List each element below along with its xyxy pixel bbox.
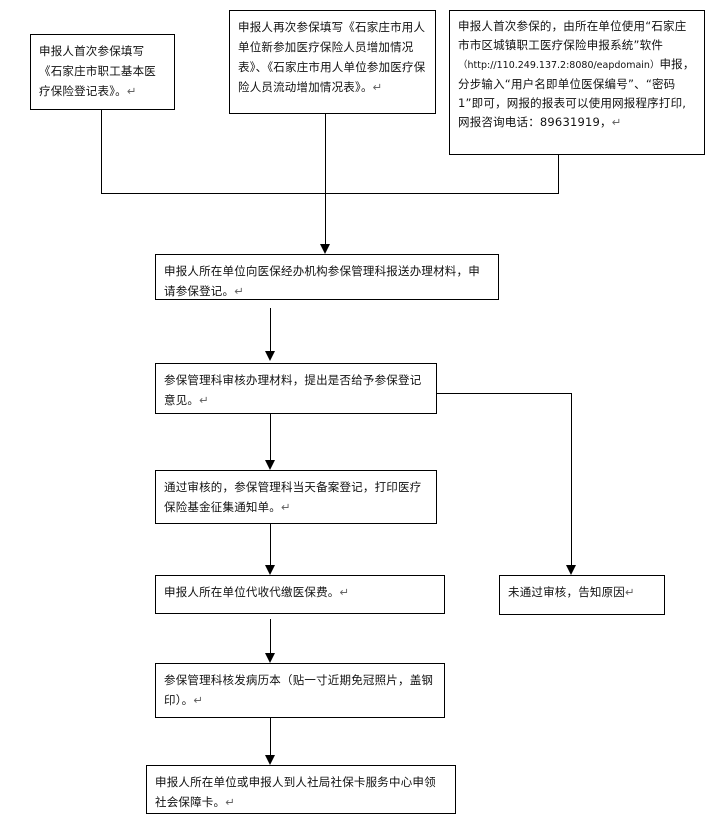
start-box-third-url: （http://110.249.137.2:8080/eapdomain） (458, 60, 660, 71)
paragraph-mark: ↵ (611, 115, 622, 129)
connector-reject-down (571, 393, 572, 567)
start-box-first-registration: 申报人首次参保填写《石家庄市职工基本医疗保险登记表》。↵ (30, 34, 175, 110)
paragraph-mark: ↵ (199, 393, 209, 407)
step-box-review-materials: 参保管理科审核办理材料，提出是否给予参保登记意见。↵ (155, 363, 437, 414)
step-box-approved-register: 通过审核的，参保管理科当天备案登记，打印医疗保险基金征集通知单。↵ (155, 470, 437, 524)
connector-step3-step4 (270, 524, 271, 569)
connector-step1-step2 (270, 308, 271, 356)
start-box-third-pre: 申报人首次参保的，由所在单位使用“石家庄市市区城镇职工医疗保险申报系统”软件 (458, 19, 687, 52)
connector-reject-horizontal (437, 393, 572, 394)
connector-step5-step6 (270, 718, 271, 759)
paragraph-mark: ↵ (126, 84, 137, 98)
arrow-to-reject (566, 565, 576, 575)
start-box-online-registration: 申报人首次参保的，由所在单位使用“石家庄市市区城镇职工医疗保险申报系统”软件 （h… (449, 10, 705, 155)
arrow-to-step-3 (265, 460, 275, 470)
paragraph-mark: ↵ (372, 80, 383, 94)
connector-left-down (101, 110, 102, 194)
step-box-issue-medical-book: 参保管理科核发病历本（贴一寸近期免冠照片，盖钢印）。↵ (155, 663, 445, 718)
paragraph-mark: ↵ (339, 585, 350, 599)
paragraph-mark: ↵ (281, 500, 291, 514)
step-3-text: 通过审核的，参保管理科当天备案登记，打印医疗保险基金征集通知单。 (164, 480, 422, 514)
reject-box: 未通过审核，告知原因↵ (499, 575, 665, 615)
connector-center-down (325, 114, 326, 247)
paragraph-mark: ↵ (234, 284, 245, 298)
arrow-to-step-5 (265, 653, 275, 663)
arrow-to-step-2 (265, 351, 275, 361)
connector-right-down (558, 155, 559, 194)
step-6-text: 申报人所在单位或申报人到人社局社保卡服务中心申领社会保障卡。 (155, 775, 436, 809)
connector-step2-step3 (270, 414, 271, 464)
step-2-text: 参保管理科审核办理材料，提出是否给予参保登记意见。 (164, 373, 422, 407)
step-box-apply-social-card: 申报人所在单位或申报人到人社局社保卡服务中心申领社会保障卡。↵ (146, 765, 456, 814)
start-box-re-registration: 申报人再次参保填写《石家庄市用人单位新参加医疗保险人员增加情况表》、《石家庄市用… (229, 10, 436, 114)
paragraph-mark: ↵ (625, 585, 635, 599)
connector-step4-step5 (270, 619, 271, 655)
connector-horizontal-join (101, 193, 559, 194)
arrow-to-step-1 (320, 244, 330, 254)
step-box-collect-fees: 申报人所在单位代收代缴医保费。↵ (155, 575, 445, 614)
step-1-text: 申报人所在单位向医保经办机构参保管理科报送办理材料，申请参保登记。 (164, 264, 480, 298)
paragraph-mark: ↵ (193, 693, 204, 707)
arrow-to-step-6 (265, 755, 275, 765)
arrow-to-step-4 (265, 565, 275, 575)
start-box-second-text: 申报人再次参保填写《石家庄市用人单位新参加医疗保险人员增加情况表》、《石家庄市用… (238, 20, 426, 94)
start-box-third-post: 申报，分步输入“用户名即单位医保编号”、“密码 1”即可，网报的报表可以使用网报… (458, 57, 695, 129)
reject-text: 未通过审核，告知原因 (508, 585, 625, 599)
step-5-text: 参保管理科核发病历本（贴一寸近期免冠照片，盖钢印）。 (164, 673, 434, 707)
step-4-text: 申报人所在单位代收代缴医保费。 (164, 585, 340, 599)
step-box-submit-materials: 申报人所在单位向医保经办机构参保管理科报送办理材料，申请参保登记。↵ (155, 254, 499, 300)
start-box-first-text: 申报人首次参保填写《石家庄市职工基本医疗保险登记表》。 (39, 44, 156, 98)
paragraph-mark: ↵ (225, 795, 236, 809)
